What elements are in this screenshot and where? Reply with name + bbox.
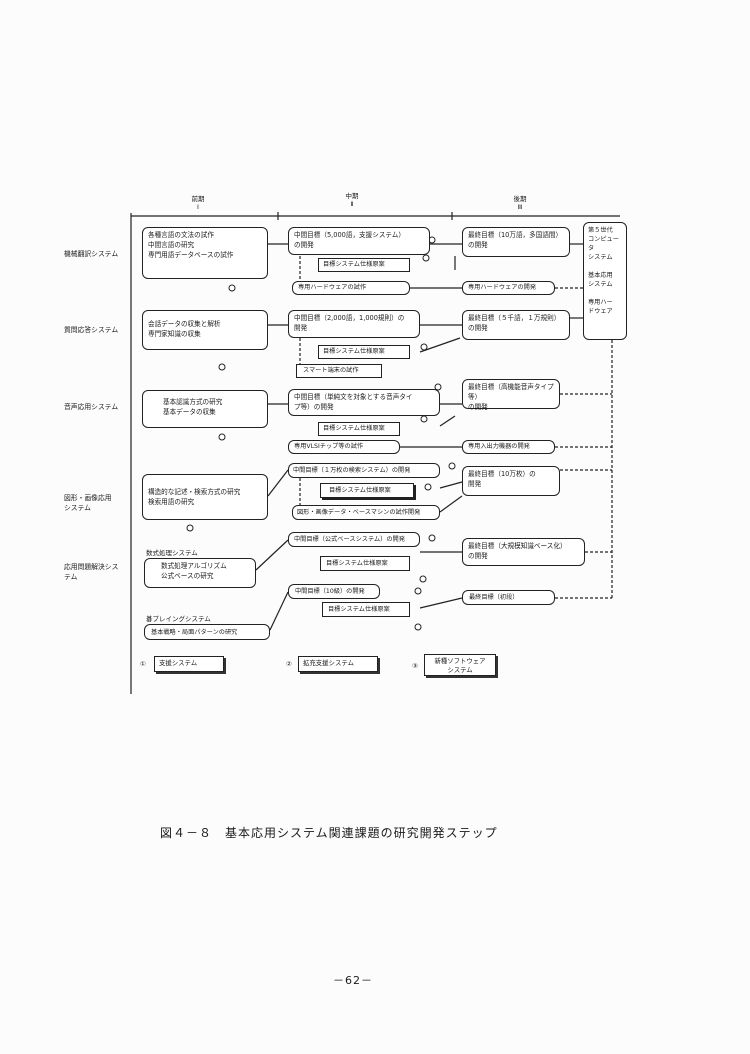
mt-early-box: 各種言語の文法の試作 中間言語の研究 専門用語データベースの試作: [142, 227, 268, 279]
row-label-image: 図形・画像応用 システム: [64, 494, 112, 512]
legend-num-1: ①: [140, 660, 146, 668]
qa-final-box: 最終目標（５千語，１万規則） の開発: [462, 310, 570, 340]
row-label-problem-solving: 応用問題解決シス テム: [64, 563, 119, 581]
im-final-box: 最終目標（10万枚）の 開発: [462, 466, 560, 496]
qa-spec-box: 目標システム仕様原案: [318, 345, 410, 359]
ps-game-spec-box: 目標システム仕様原案: [322, 602, 410, 617]
sp-io-box: 専用入出力機器の開発: [462, 440, 555, 454]
sp-vlsi-box: 専用VLSIチップ等の試作: [288, 440, 400, 454]
qa-mid-box: 中間目標（2,000語，1,000規則）の 開発: [288, 310, 420, 338]
ps-game-mid-box: 中間目標（10級）の開発: [288, 584, 380, 599]
sp-mid-box: 中間目標（単純文を対象とする音声タイ プ等）の開発: [288, 389, 440, 416]
mt-spec-box: 目標システム仕様原案: [318, 258, 410, 272]
ps-game-box: 基本戦略・局面パターンの研究: [144, 624, 270, 640]
row-label-qa: 質問応答システム: [64, 326, 119, 334]
sp-final-box: 最終目標（高機能音声タイプ等） の開発: [462, 379, 560, 411]
mt-hw-mid-box: 専用ハードウェアの試作: [292, 281, 410, 295]
legend-num-3: ③: [412, 662, 418, 670]
qa-early-box: 会話データの収集と解析 専門家知識の収集: [142, 310, 268, 350]
ps-math-final-box: 最終目標（大規模知識ベース化） の開発: [462, 538, 585, 566]
legend-support-system: 支援システム: [154, 656, 224, 672]
qa-smart-terminal-box: スマート端末の試作: [296, 364, 382, 378]
ps-math-mid-box: 中間目標（公式ベースシステム）の開発: [288, 532, 420, 547]
im-spec-box: 目標システム仕様原案: [320, 483, 414, 498]
ps-game-title: 碁プレイングシステム: [146, 615, 211, 623]
im-mid-box: 中間目標（１万枚の検索システム）の開発: [288, 463, 440, 478]
ps-game-final-box: 最終目標（初段）: [462, 590, 555, 605]
ps-math-title: 数式処理システム: [146, 549, 198, 557]
row-label-machine-translation: 機械翻訳システム: [64, 250, 119, 258]
figure-caption: 図４－８ 基本応用システム関連課題の研究開発ステップ: [160, 826, 498, 840]
row-label-speech: 音声応用システム: [64, 403, 119, 411]
fifth-gen-system-box: 第５世代 コンピュータ システム 基本応用 システム 専用ハー ドウェア: [583, 222, 627, 340]
mt-hw-final-box: 専用ハードウェアの開発: [462, 281, 555, 295]
ps-math-spec-box: 目標システム仕様原案: [320, 556, 410, 571]
ps-math-box: 数式処理アルゴリズム 公式ベースの研究: [144, 558, 256, 588]
legend-num-2: ②: [286, 660, 292, 668]
im-db-machine-box: 図形・画像データ・ベースマシンの試作開発: [292, 505, 440, 520]
im-early-box: 構造的な記述・検索方式の研究 検索用語の研究: [142, 474, 268, 520]
sp-spec-box: 目標システム仕様原案: [318, 422, 400, 436]
sp-early-box: 基本認識方式の研究 基本データの収集: [142, 390, 268, 428]
legend-extended-support-system: 拡充支援システム: [298, 656, 378, 672]
legend-new-software-system: 新種ソフトウェア システム: [424, 654, 496, 676]
page-number: －62－: [333, 974, 373, 987]
mt-final-box: 最終目標（10万語，多国語間） の開発: [462, 227, 570, 257]
mt-mid-box: 中間目標（5,000語，支援システム） の開発: [288, 227, 430, 255]
